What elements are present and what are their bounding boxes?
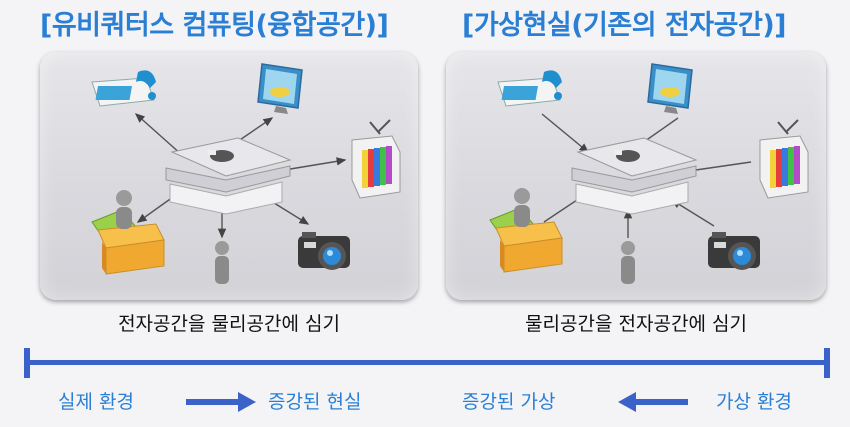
camera-icon <box>298 232 350 270</box>
laptop-icon <box>165 137 292 215</box>
person-icon <box>621 241 635 284</box>
stage-augmented-virtuality: 증강된 가상 <box>462 391 556 413</box>
telephone-icon <box>91 70 156 107</box>
ubiquitous-diagram-panel <box>40 52 418 300</box>
caption-embed-electronic-into-physical: 전자공간을 물리공간에 심기 <box>118 313 340 335</box>
stage-virtual-environment: 가상 환경 <box>716 391 792 413</box>
television-icon <box>351 119 401 199</box>
title-ubiquitous-computing: [유비쿼터스 컴퓨팅(융합공간)] <box>40 10 389 41</box>
caption-embed-physical-into-electronic: 물리공간을 전자공간에 심기 <box>525 313 747 335</box>
left-arrow-icon <box>618 392 688 412</box>
television-icon <box>759 119 809 199</box>
right-arrow-icon <box>186 392 256 412</box>
virtual-reality-diagram-panel <box>446 52 826 300</box>
camera-icon <box>708 232 760 270</box>
monitor-icon <box>257 63 303 114</box>
title-virtual-reality: [가상현실(기존의 전자공간)] <box>462 10 787 41</box>
telephone-icon <box>497 70 562 107</box>
desk-icon <box>91 209 165 275</box>
person-icon <box>116 190 132 229</box>
monitor-icon <box>647 63 693 114</box>
person-icon <box>514 188 530 227</box>
virtual-reality-diagram <box>489 63 809 284</box>
person-icon <box>215 241 229 284</box>
stage-augmented-reality: 증강된 현실 <box>268 391 362 413</box>
stage-real-environment: 실제 환경 <box>58 391 134 413</box>
reality-virtuality-axis <box>24 348 830 378</box>
ubiquitous-diagram <box>91 63 401 284</box>
laptop-icon <box>571 137 698 215</box>
